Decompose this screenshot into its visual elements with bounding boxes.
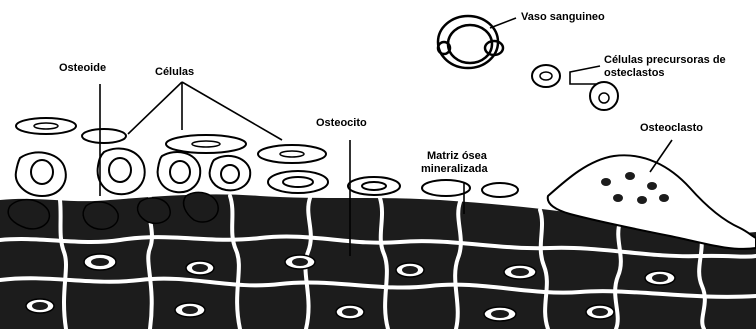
label-cells: Células	[155, 66, 194, 78]
label-osteoclast-precursors-line1: Células precursoras de	[604, 54, 726, 66]
label-mineralized-matrix-line2: mineralizada	[421, 163, 488, 175]
label-osteoclast-precursors-line2: osteclastos	[604, 67, 665, 79]
label-osteoid: Osteoide	[59, 62, 106, 74]
label-blood-vessel: Vaso sanguineo	[521, 11, 605, 23]
label-osteocyte: Osteocito	[316, 117, 367, 129]
label-osteoclast: Osteoclasto	[640, 122, 703, 134]
label-mineralized-matrix-line1: Matriz ósea	[427, 150, 487, 162]
